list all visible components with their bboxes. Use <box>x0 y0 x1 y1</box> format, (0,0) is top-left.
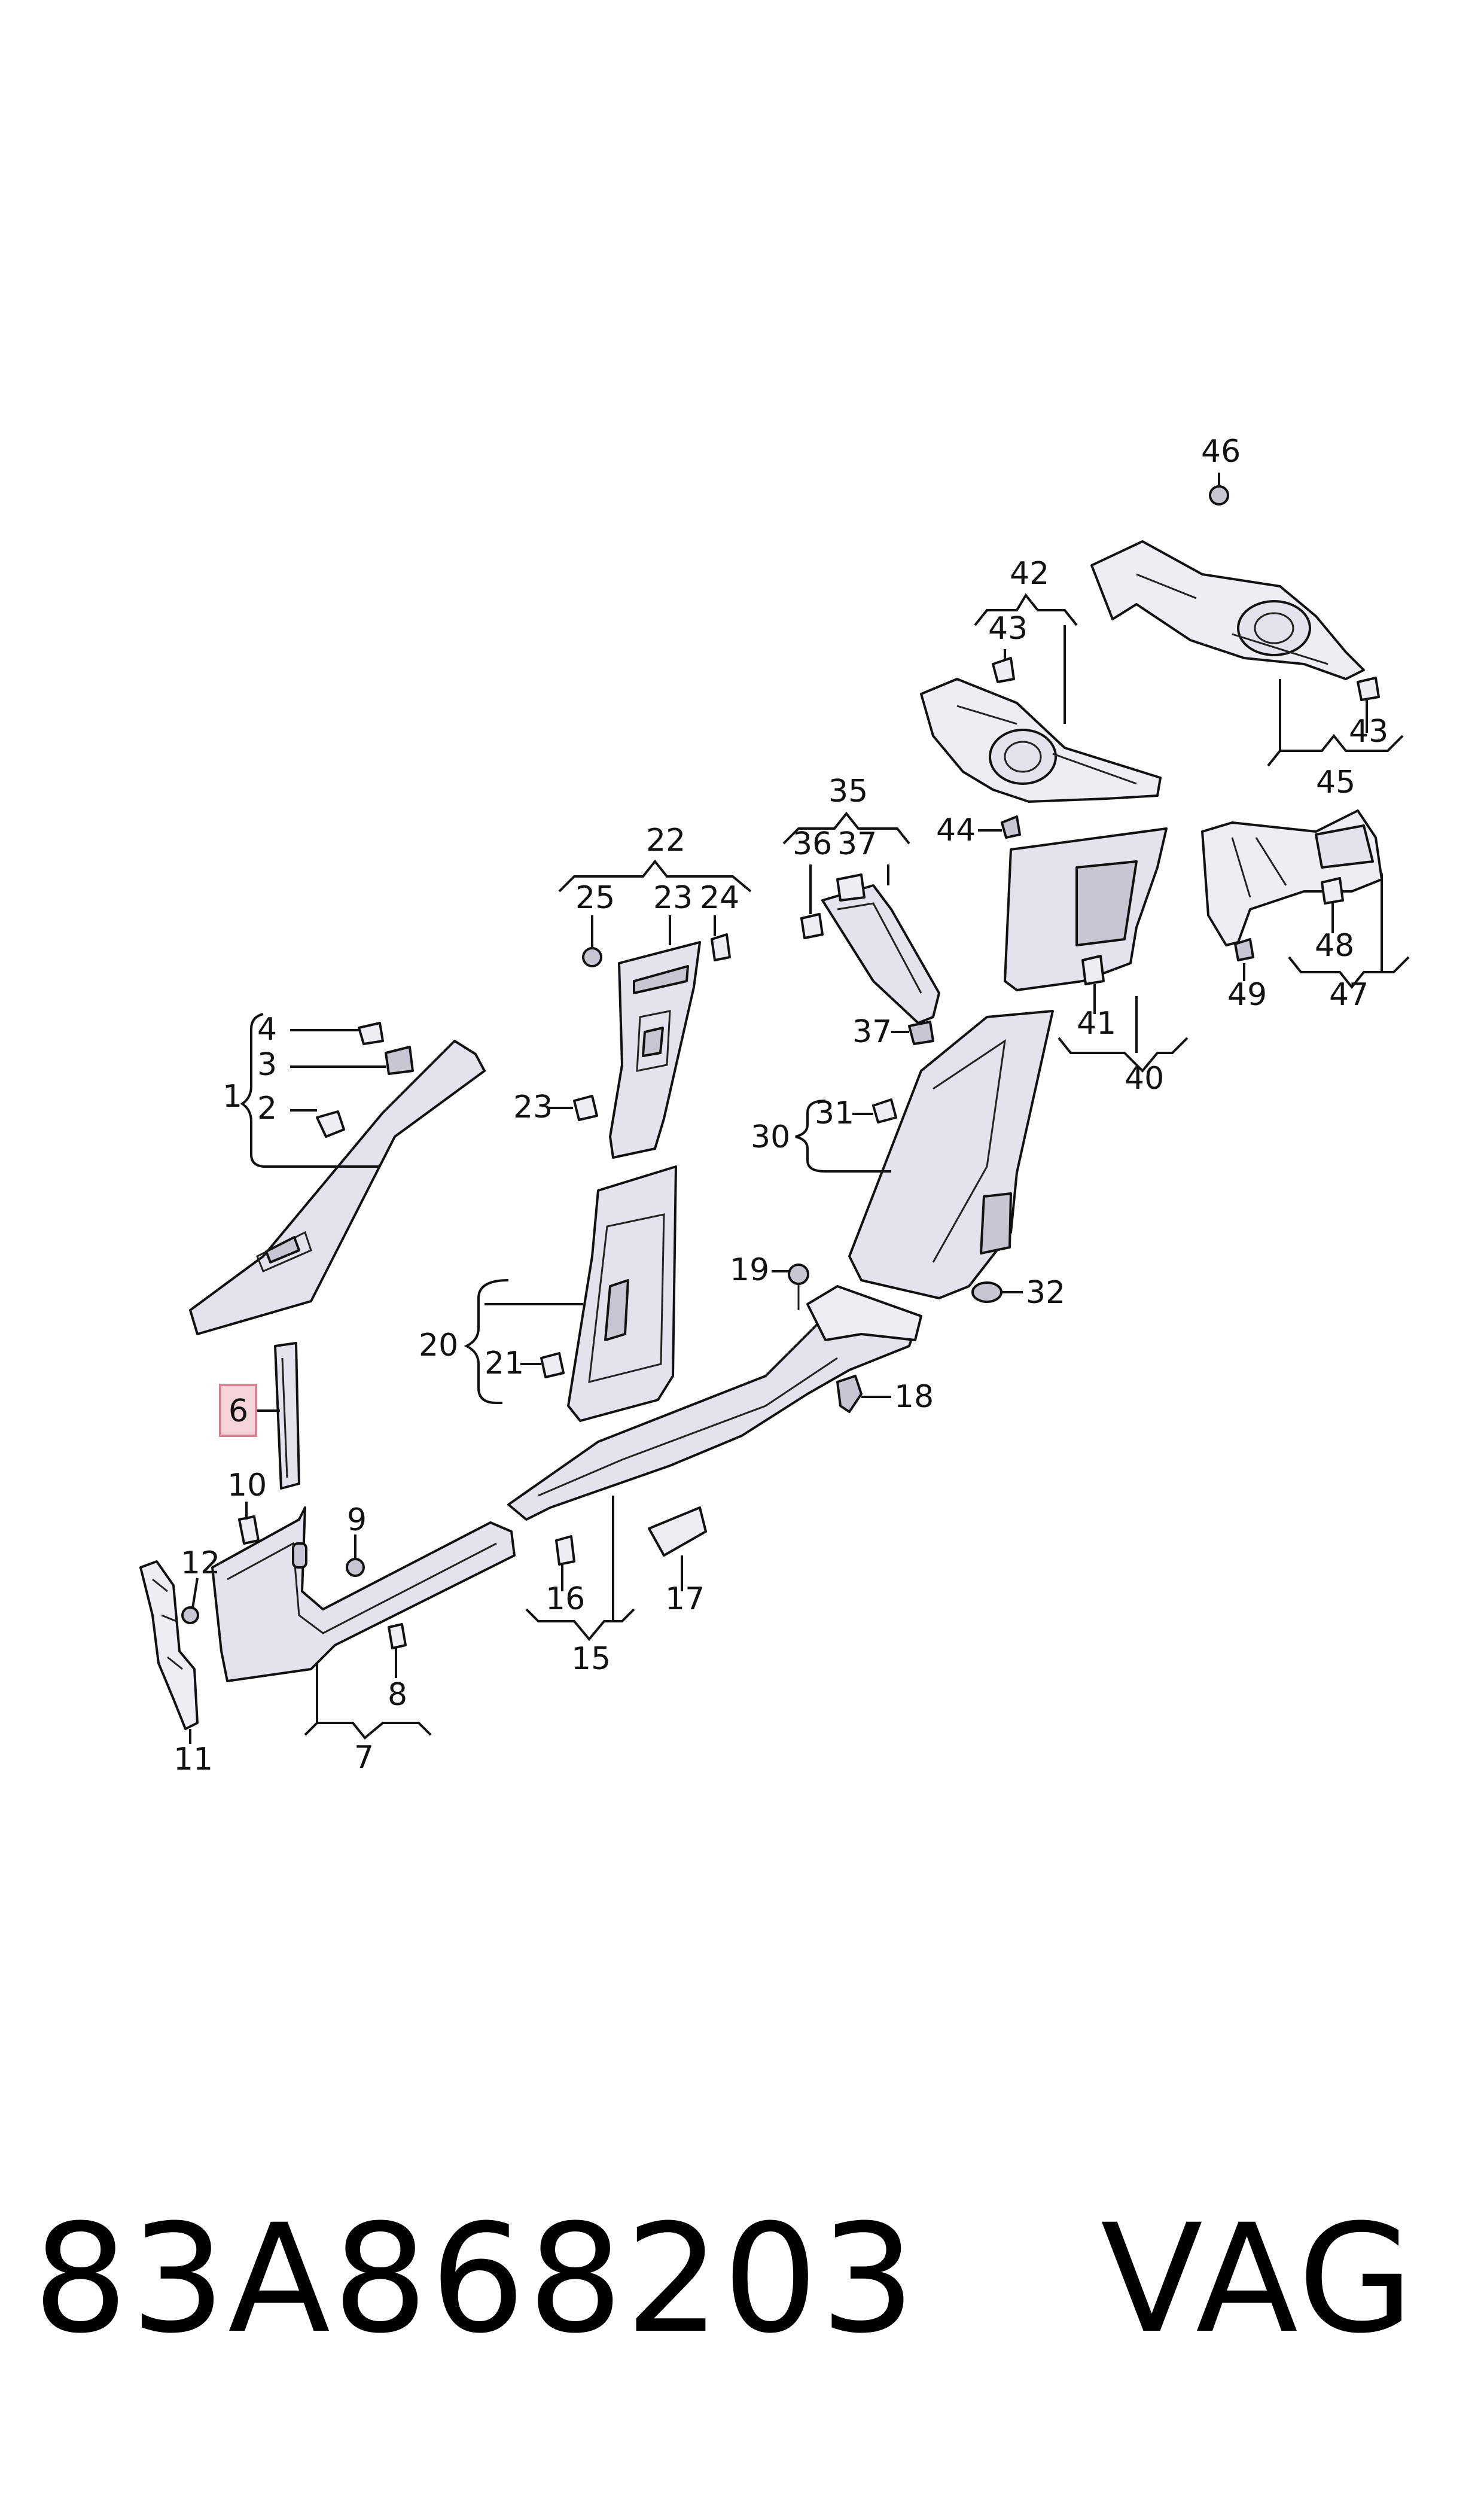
callout-23-side: 23 <box>513 1089 553 1125</box>
callout-19: 19 <box>730 1252 769 1288</box>
callout-23-top: 23 <box>653 880 693 916</box>
clip-44 <box>1001 815 1021 839</box>
clip-48 <box>1321 877 1344 905</box>
rear-sill-trim <box>507 1285 922 1521</box>
plug-32 <box>971 1281 1002 1303</box>
b-pillar-lower-trim <box>567 1165 677 1422</box>
clip-31 <box>872 1098 897 1123</box>
clip-49 <box>1234 938 1254 961</box>
callout-17: 17 <box>665 1581 705 1617</box>
part-number: 83A868203 <box>33 2192 918 2366</box>
callout-3: 3 <box>257 1047 277 1083</box>
callout-41: 41 <box>1077 1006 1116 1042</box>
clip-37-bottom <box>908 1021 934 1045</box>
clip-23 <box>573 1095 598 1121</box>
c-pillar-lower-trim <box>848 1010 1054 1299</box>
leader-lines <box>189 473 1410 1744</box>
callout-37-top: 37 <box>837 826 877 862</box>
speaker-bracket-left <box>920 678 1162 803</box>
clip-24 <box>711 933 731 961</box>
callout-25: 25 <box>575 880 615 916</box>
clip-21 <box>540 1352 565 1378</box>
cover-trim <box>821 884 940 1024</box>
clip-41 <box>1081 955 1105 985</box>
a-pillar-trim <box>189 1040 486 1335</box>
clip-16 <box>555 1535 575 1566</box>
clip-3 <box>385 1046 414 1075</box>
callout-43-right: 43 <box>1349 714 1388 750</box>
callout-24: 24 <box>700 880 739 916</box>
clip-10 <box>238 1515 260 1545</box>
clip-2 <box>316 1110 345 1138</box>
clip-37-top <box>836 873 866 902</box>
callout-30: 30 <box>751 1119 790 1155</box>
callout-44: 44 <box>936 812 976 848</box>
brand-label: VAG <box>1101 2192 1416 2366</box>
callout-35: 35 <box>828 774 868 809</box>
callout-labels: 1 2 3 4 6 7 8 9 10 11 12 15 16 17 18 19 … <box>173 434 1388 1777</box>
callout-20: 20 <box>419 1327 458 1363</box>
clip-9 <box>346 1558 365 1577</box>
callout-42: 42 <box>1010 556 1049 592</box>
highlight-box <box>219 1384 257 1437</box>
rear-side-trim <box>1201 809 1383 946</box>
callout-46: 46 <box>1201 434 1241 470</box>
callout-47: 47 <box>1329 977 1369 1013</box>
bracket <box>139 1560 199 1730</box>
callout-22: 22 <box>646 823 685 858</box>
callout-7: 7 <box>354 1740 374 1776</box>
callout-2: 2 <box>257 1091 277 1126</box>
callout-11: 11 <box>173 1741 213 1777</box>
clip-43-left <box>992 657 1015 683</box>
callout-9: 9 <box>347 1502 367 1538</box>
callout-21: 21 <box>484 1345 524 1381</box>
clip-4 <box>358 1022 384 1045</box>
callout-36: 36 <box>793 826 832 862</box>
callout-12: 12 <box>181 1545 220 1581</box>
callout-31: 31 <box>815 1095 854 1131</box>
callout-40: 40 <box>1125 1061 1164 1097</box>
bracket-17 <box>648 1506 707 1557</box>
callout-43-left: 43 <box>988 611 1028 647</box>
callout-16: 16 <box>546 1581 585 1617</box>
callout-6: 6 <box>228 1393 248 1429</box>
clip-36 <box>800 913 824 939</box>
callout-4: 4 <box>257 1012 277 1048</box>
screw-12 <box>181 1606 199 1624</box>
callout-49: 49 <box>1227 977 1267 1013</box>
callout-8: 8 <box>388 1677 407 1713</box>
callout-48: 48 <box>1315 928 1354 964</box>
speaker-bracket-right <box>1090 540 1365 680</box>
clip-43-right <box>1357 677 1380 701</box>
callout-10: 10 <box>227 1467 267 1503</box>
callout-45: 45 <box>1316 765 1355 800</box>
front-sill-trim <box>211 1506 516 1682</box>
luggage-side-trim <box>1004 827 1168 991</box>
screw-25 <box>582 947 602 967</box>
screw-46 <box>1209 485 1229 506</box>
screw-19 <box>788 1263 809 1310</box>
callout-18: 18 <box>894 1379 934 1415</box>
clip-8 <box>388 1623 407 1649</box>
callout-32: 32 <box>1026 1275 1065 1311</box>
callout-1: 1 <box>223 1079 242 1115</box>
callout-37-bottom: 37 <box>852 1014 892 1050</box>
callout-15: 15 <box>571 1641 611 1677</box>
trim-strip <box>274 1342 300 1490</box>
b-pillar-upper-trim <box>609 941 701 1159</box>
clip-18 <box>836 1375 863 1413</box>
